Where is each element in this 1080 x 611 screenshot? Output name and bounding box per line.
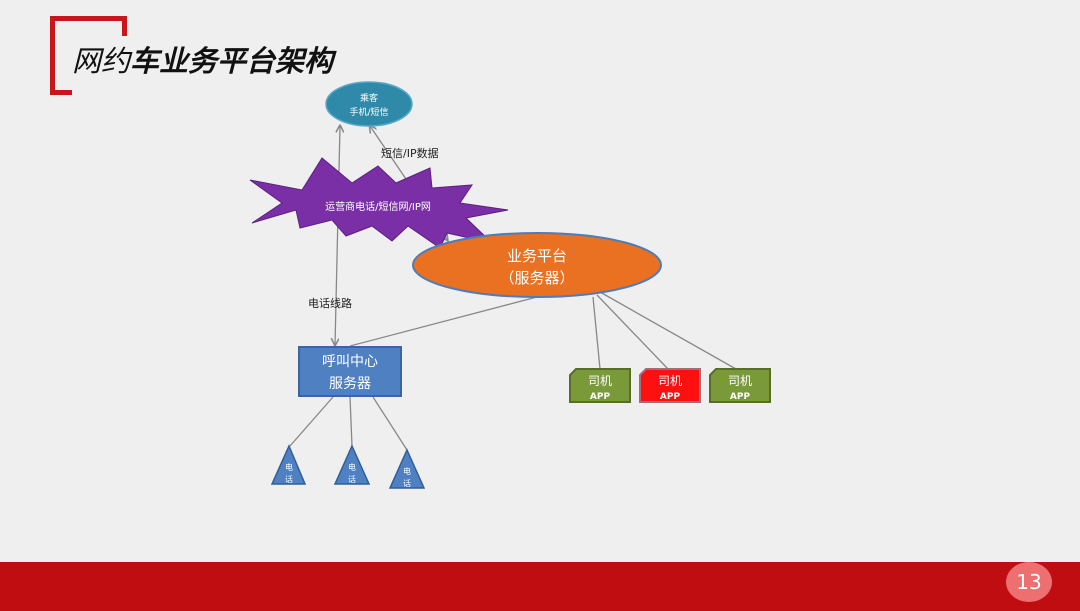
callcenter-label-1: 呼叫中心 [322, 354, 378, 370]
carrier-network-node: 运营商电话/短信网/IP网 [249, 157, 509, 249]
edge-callcenter-phone-1 [289, 396, 334, 447]
phone-1-label-2: 话 [285, 474, 293, 484]
driver-2-label-2: APP [660, 392, 681, 402]
phone-2-label-2: 话 [348, 474, 356, 484]
page-title: 网约车业务平台架构 [72, 38, 333, 80]
driver-3-label-1: 司机 [728, 374, 752, 388]
title-bracket-top [50, 16, 126, 21]
phone-1: 电 话 [270, 444, 307, 485]
passenger-node: 乘客 手机/短信 [325, 81, 413, 127]
edge-label-sms-ip: 短信/IP数据 [381, 146, 439, 160]
driver-2-label-1: 司机 [658, 374, 682, 388]
footer-bar [0, 562, 1080, 611]
page-number: 13 [1006, 562, 1052, 602]
edge-platform-callcenter [349, 296, 538, 347]
title-bracket-left [50, 16, 55, 90]
phone-2-label-1: 电 [348, 462, 356, 472]
phone-3-label-1: 电 [403, 466, 411, 476]
edge-platform-driver-1 [592, 296, 601, 370]
carrier-label: 运营商电话/短信网/IP网 [325, 200, 431, 213]
architecture-diagram: 乘客 手机/短信 短信/IP数据 运营商电话/短信网/IP网 业务平台 （服务器… [249, 81, 771, 489]
phone-2: 电 话 [333, 444, 371, 485]
edge-label-phone-line: 电话线路 [308, 296, 352, 310]
edge-platform-driver-3 [599, 291, 737, 370]
driver-1-label-1: 司机 [588, 374, 612, 388]
title-bracket-right [122, 16, 127, 36]
driver-3-label-2: APP [730, 392, 751, 402]
callcenter-label-2: 服务器 [329, 376, 371, 392]
driver-app-2: 司机 APP [639, 368, 701, 403]
phone-3: 电 话 [388, 448, 426, 489]
title-bracket-bottom [50, 90, 72, 95]
edge-callcenter-phone-3 [372, 396, 408, 451]
edge-callcenter-phone-2 [349, 396, 353, 447]
edge-passenger-callcenter [335, 126, 340, 346]
passenger-label-1: 乘客 [360, 92, 378, 104]
callcenter-node: 呼叫中心 服务器 [298, 346, 402, 397]
platform-node: 业务平台 （服务器） [412, 232, 662, 298]
driver-app-3: 司机 APP [709, 368, 771, 403]
driver-1-label-2: APP [590, 392, 611, 402]
title-italic-part: 网约 [72, 44, 131, 78]
edge-platform-driver-2 [596, 294, 669, 370]
platform-label-2: （服务器） [499, 269, 574, 287]
platform-label-1: 业务平台 [507, 247, 567, 265]
phone-3-label-2: 话 [403, 478, 411, 488]
phone-1-label-1: 电 [285, 462, 293, 472]
title-bold-part: 车业务平台架构 [130, 44, 334, 78]
passenger-label-2: 手机/短信 [349, 106, 388, 118]
driver-app-1: 司机 APP [569, 368, 631, 403]
